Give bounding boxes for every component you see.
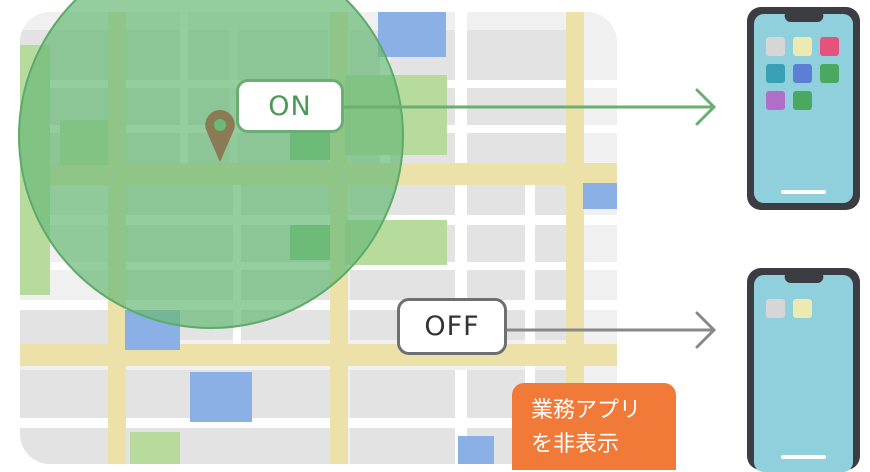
app-icon [820, 37, 839, 56]
app-icon [766, 299, 785, 318]
arrow-right-icon [342, 88, 716, 126]
phone-app-hidden [747, 268, 860, 472]
app-icon [766, 37, 785, 56]
app-icon [766, 91, 785, 110]
app-icon [793, 299, 812, 318]
arrow-right-icon [505, 311, 716, 349]
notice-line-1: 業務アプリ [531, 398, 642, 423]
on-label: ON [236, 79, 344, 133]
location-pin-icon [205, 110, 235, 162]
blue-buildings [125, 12, 617, 464]
app-icon-grid [766, 37, 839, 110]
app-icon [793, 91, 812, 110]
app-icon-grid [766, 299, 812, 318]
notice-line-2: を非表示 [531, 432, 620, 457]
app-icon [766, 64, 785, 83]
hide-business-apps-notice: 業務アプリ を非表示 [512, 383, 676, 470]
off-label: OFF [397, 298, 507, 355]
app-icon [820, 64, 839, 83]
phone-app-visible [747, 7, 860, 210]
app-icon [793, 64, 812, 83]
app-icon [793, 37, 812, 56]
